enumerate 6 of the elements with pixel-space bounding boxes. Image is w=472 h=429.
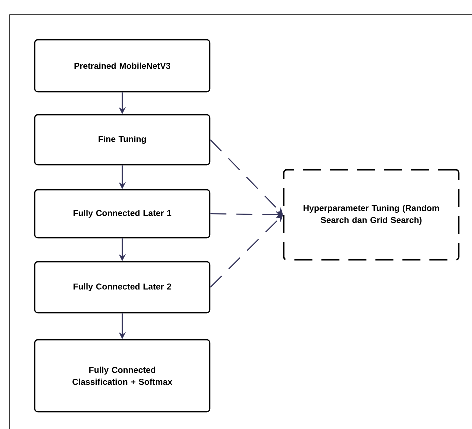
process-box: Fine Tuning <box>34 114 211 166</box>
dashed-box: Hyperparameter Tuning (Random Search dan Grid Search) <box>283 169 460 261</box>
process-box: Fully Connected Later 2 <box>34 261 211 314</box>
process-box: Fully Connected Classification + Softmax <box>34 339 211 413</box>
process-box: Pretrained MobileNetV3 <box>34 39 211 93</box>
process-box: Fully Connected Later 1 <box>34 189 211 239</box>
